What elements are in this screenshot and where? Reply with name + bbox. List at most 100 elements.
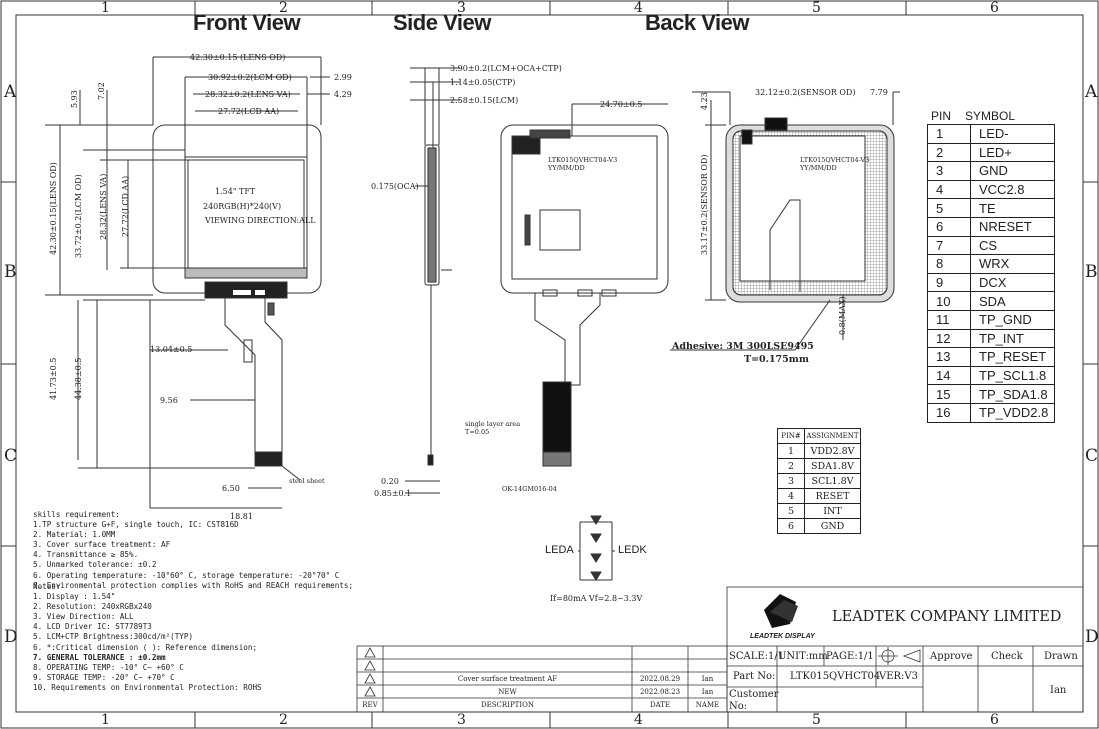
pin-symbol: DCX	[970, 272, 1055, 293]
skills-item: 2. Material: 1.0MM	[33, 530, 116, 540]
col-label: 6	[990, 0, 999, 16]
skills-item: 1.TP structure G+F, single touch, IC: CS…	[33, 520, 239, 530]
logo-text: LEADTEK DISPLAY	[750, 633, 815, 640]
back-view-sensor-drawing	[670, 91, 900, 351]
notes-item: 5. LCM+CTP Brightness:300cd/m²(TYP)	[33, 632, 194, 642]
date-header: DATE	[649, 701, 671, 709]
rev-date: 2022.08.23	[639, 688, 681, 696]
dim-5-93: 5.93	[70, 90, 79, 108]
connector-label: OK-14GM016-04	[502, 485, 557, 493]
pin-number: 2	[927, 142, 971, 163]
pin-symbol: CS	[970, 235, 1055, 256]
model-label: LTK015QVHCT04-V3	[548, 156, 618, 164]
notes-title: Notes:	[33, 582, 61, 591]
pin-number: 5	[927, 198, 971, 218]
pin-symbol: LED-	[970, 124, 1055, 144]
name-header: NAME	[695, 701, 720, 709]
dim-0-8-max: 0.8(MAX)	[838, 296, 847, 335]
col-label: 3	[457, 712, 466, 728]
dim-sensor-od-v: 33.17±0.2(SENSOR OD)	[700, 154, 709, 255]
drawn-label: Drawn	[1044, 651, 1078, 662]
row-label: C	[1085, 446, 1099, 466]
assignment-pin: 4	[777, 488, 805, 504]
assignment-header-row: PIN#ASSIGNMENT	[777, 428, 861, 444]
notes-item: 9. STORAGE TEMP: -20° C~ +70° C	[33, 672, 175, 682]
pin-number: 1	[927, 124, 971, 144]
desc-header: DESCRIPTION	[481, 701, 534, 709]
pin-symbol: TP_GND	[970, 309, 1055, 330]
dim-24-70: 24.70±0.5	[600, 100, 643, 109]
dim-sensor-od-h: 32.12±0.2(SENSOR OD)	[755, 88, 856, 97]
pin-number: 8	[927, 254, 971, 274]
screen-resolution-label: 240RGB(H)*240(V)	[203, 202, 282, 211]
back-view-title: Back View	[645, 10, 749, 35]
dim-3-90: 3.90±0.2(LCM+OCA+CTP)	[450, 64, 562, 73]
dim-41-73: 41.73±0.5	[49, 357, 58, 400]
skills-title: skills requirement:	[33, 510, 120, 519]
dim-lcm-od: 30.92±0.2(LCM OD)	[208, 73, 292, 82]
side-view-drawing	[405, 67, 460, 494]
pin-symbol: TP_INT	[970, 328, 1055, 349]
single-layer-label: single layer area	[465, 420, 521, 428]
assignment-value: SCL1.8V	[804, 473, 861, 489]
dim-4-29: 4.29	[334, 90, 352, 99]
dim-v-lens-va: 28.32(LENS VA)	[99, 173, 108, 240]
pin-number: 4	[927, 179, 971, 200]
dim-0-85: 0.85±0.1	[374, 489, 412, 498]
dim-44-38: 44.38±0.5	[74, 357, 83, 400]
dim-4-23: 4.23	[700, 92, 709, 110]
row-label: B	[1085, 262, 1098, 282]
pin-hash-header: PIN#	[777, 428, 805, 444]
pin-symbol: WRX	[970, 254, 1055, 274]
notes-item: 3. View Direction: ALL	[33, 612, 134, 622]
assignment-value: VDD2.8V	[804, 443, 861, 459]
revision-block	[356, 645, 728, 713]
pin-number: 12	[927, 328, 971, 349]
led-schematic	[578, 515, 615, 581]
rev-desc: Cover surface treatment AF	[457, 675, 558, 683]
notes-item: 4. LCD Driver IC: ST7789T3	[33, 622, 152, 632]
row-label: D	[4, 627, 18, 647]
dim-1-14: 1.14±0.05(CTP)	[450, 78, 516, 87]
assignment-pin: 1	[777, 443, 805, 459]
col-label: 1	[101, 712, 110, 728]
date-label: YY/MM/DD	[548, 164, 585, 172]
pin-number: 14	[927, 365, 971, 386]
check-label: Check	[991, 651, 1023, 662]
assignment-header: ASSIGNMENT	[804, 428, 861, 444]
skills-item: 7. Environmental protection complies wit…	[33, 580, 354, 590]
pin-number: 16	[927, 402, 971, 423]
notes-item: 2. Resolution: 240xRGBx240	[33, 602, 152, 612]
side-view-title: Side View	[393, 10, 491, 35]
notes: Notes:1. Display : 1.54"2. Resolution: 2…	[33, 582, 262, 693]
steel-sheet-label: steel sheet	[289, 477, 325, 485]
single-layer-thickness: T=0.05	[465, 428, 490, 436]
pin-symbol: NRESET	[970, 216, 1055, 237]
rev-header: REV	[362, 701, 378, 709]
dim-6-50: 6.50	[222, 484, 240, 493]
assignment-pin: 6	[777, 518, 805, 534]
sensor-model-label: LTK015QVHCT04-V3	[800, 156, 870, 164]
dim-0-20: 0.20	[381, 477, 399, 486]
rev-name: Ian	[701, 688, 714, 696]
skills-item: 3. Cover surface treatment: AF	[33, 540, 171, 550]
dim-v-lens-od: 42.30±0.15(LENS OD)	[49, 162, 58, 255]
